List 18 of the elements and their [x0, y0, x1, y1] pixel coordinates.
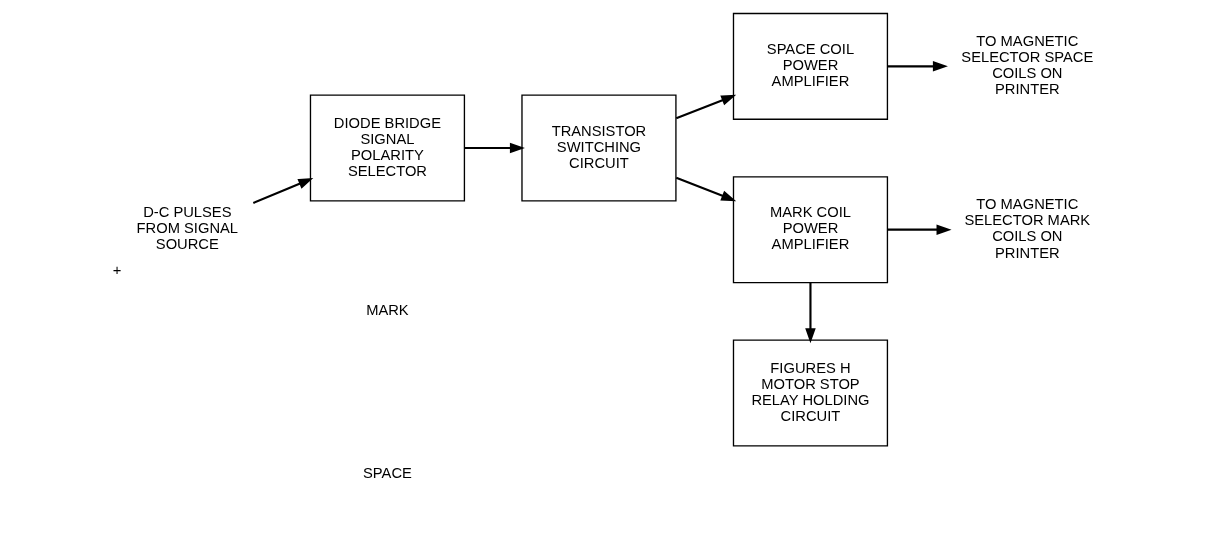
arrow — [675, 94, 737, 120]
node-box: SPACE COIL POWER AMPLIFIER — [732, 12, 889, 120]
node-text: TO MAGNETIC SELECTOR MARK COILS ON PRINTER — [964, 196, 1091, 261]
label: SPACE — [363, 465, 412, 482]
node-box: MARK COIL POWER AMPLIFIER — [732, 176, 889, 284]
node-box: DIODE BRIDGE SIGNAL POLARITY SELECTOR — [309, 94, 466, 202]
arrow — [887, 61, 948, 72]
arrow — [675, 176, 737, 202]
node-box: FIGURES H MOTOR STOP RELAY HOLDING CIRCUIT — [732, 339, 889, 447]
node-box: TRANSISTOR SWITCHING CIRCUIT — [521, 94, 677, 202]
arrow — [887, 224, 952, 235]
node-text: TO MAGNETIC SELECTOR SPACE COILS ON PRINTER — [961, 33, 1094, 98]
node-label: + — [112, 261, 122, 278]
arrow — [464, 142, 525, 154]
arrow — [252, 178, 314, 204]
label: MARK — [366, 302, 409, 319]
arrow — [805, 282, 816, 344]
node-text: D-C PULSES FROM SIGNAL SOURCE — [136, 204, 239, 253]
